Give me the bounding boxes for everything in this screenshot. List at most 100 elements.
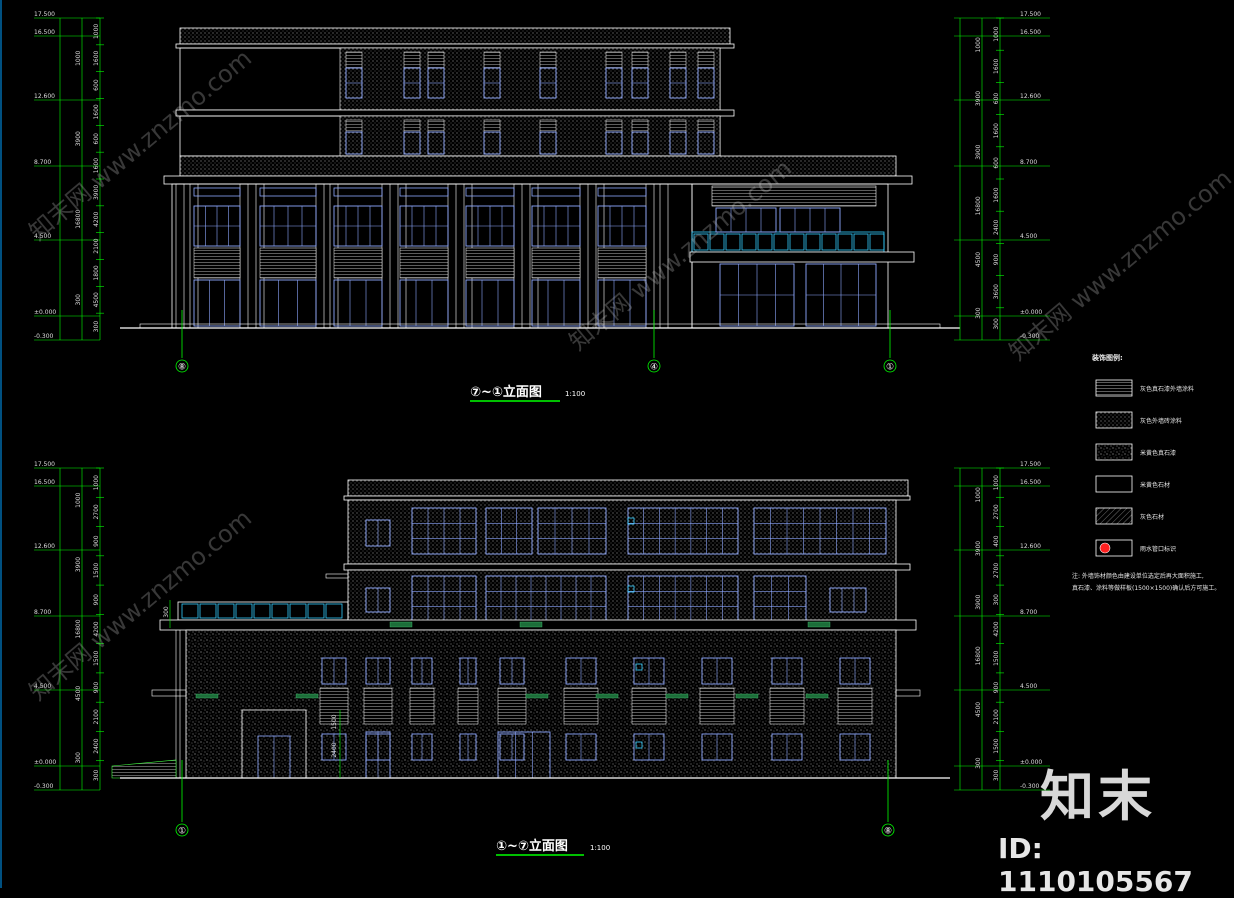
upper-louver xyxy=(631,51,649,69)
terrace-glass-panel xyxy=(235,603,253,619)
top-transom-1 xyxy=(259,187,317,197)
dim-inner-text: 300 xyxy=(993,318,1000,330)
level-text: -0.300 xyxy=(34,783,54,790)
top-grid-axis-2-bubble xyxy=(883,359,897,373)
dim-inner-text: 1500 xyxy=(993,650,1000,665)
balcony-glass-panel xyxy=(709,233,725,251)
legend-label-5: 雨水管口标识 xyxy=(1140,545,1176,553)
upper-louver xyxy=(427,119,445,133)
level-text: ±0.000 xyxy=(1020,309,1042,316)
lower-louver xyxy=(457,687,479,725)
top-transom-4 xyxy=(465,187,515,197)
green-sill xyxy=(389,621,413,628)
top-transom-0 xyxy=(193,187,241,197)
dim-inner-text: 1500 xyxy=(93,563,100,578)
level-text: 17.500 xyxy=(1020,461,1041,468)
green-sill xyxy=(805,693,829,699)
upper-louver xyxy=(345,51,363,69)
level-text: -0.300 xyxy=(1020,333,1040,340)
upper-louver xyxy=(539,51,557,69)
upper-louver xyxy=(697,119,715,133)
dim-outer-text: 300 xyxy=(975,307,982,319)
top-transom-6 xyxy=(597,187,647,197)
legend-swatch-hatch xyxy=(1095,507,1133,525)
dim-outer-text: 16800 xyxy=(75,210,82,229)
balcony-glass-panel xyxy=(741,233,757,251)
dim-inner-text: 1000 xyxy=(93,475,100,490)
top-door-6 xyxy=(597,279,647,327)
level-text: ±0.000 xyxy=(34,309,56,316)
legend-label-1: 灰色外墙砖涂料 xyxy=(1140,417,1182,425)
dim-inner-text: 900 xyxy=(93,535,100,547)
top-transom-5 xyxy=(531,187,581,197)
green-sill xyxy=(595,693,619,699)
inner-dim-text: 1500 xyxy=(331,714,338,729)
balcony-glass-panel xyxy=(821,233,837,251)
dim-inner-text: 4200 xyxy=(93,621,100,636)
top-grid-axis-0-bubble xyxy=(175,359,189,373)
lower-louver xyxy=(769,687,805,725)
dim-outer-text: 1000 xyxy=(975,487,982,502)
dim-outer-text: 4500 xyxy=(975,702,982,717)
balcony-glass-panel xyxy=(789,233,805,251)
top-upper-window-b3 xyxy=(483,131,501,155)
dim-inner-text: 3900 xyxy=(93,185,100,200)
dim-inner-text: 2100 xyxy=(93,709,100,724)
top-upper-window-b2 xyxy=(427,131,445,155)
green-sill xyxy=(525,693,549,699)
green-sill xyxy=(195,693,219,699)
top-grid-axis-1-bubble xyxy=(647,359,661,373)
level-text: 16.500 xyxy=(1020,29,1041,36)
legend-marker-icon xyxy=(1099,542,1111,554)
glass-marker xyxy=(635,741,643,749)
lower-louver xyxy=(837,687,873,725)
terrace-glass-panel xyxy=(307,603,325,619)
balcony-glass-panel xyxy=(805,233,821,251)
dim-outer-text: 16800 xyxy=(75,619,82,638)
lower-louver xyxy=(699,687,735,725)
inner-dim-text: 2400 xyxy=(331,742,338,757)
upper-louver xyxy=(403,119,421,133)
level-text: 12.600 xyxy=(34,93,55,100)
dim-inner-text: 300 xyxy=(993,769,1000,781)
inner-dim-text: 300 xyxy=(163,606,170,618)
dim-inner-text: 900 xyxy=(93,682,100,694)
main-louver xyxy=(259,247,317,279)
dim-outer-text: 16800 xyxy=(975,196,982,215)
top-upper-window-b7 xyxy=(669,131,687,155)
dim-inner-text: 900 xyxy=(993,682,1000,694)
column xyxy=(381,183,391,329)
level-text: 12.600 xyxy=(1020,543,1041,550)
dim-inner-text: 600 xyxy=(993,157,1000,169)
level-text: 12.600 xyxy=(34,543,55,550)
dim-outer-text: 300 xyxy=(75,752,82,764)
level-text: 4.500 xyxy=(1020,683,1037,690)
main-louver xyxy=(193,247,241,279)
balcony-glass-panel xyxy=(837,233,853,251)
main-louver xyxy=(465,247,515,279)
balcony-glass-panel xyxy=(773,233,789,251)
level-text: 17.500 xyxy=(34,11,55,18)
top-elevation-title: ⑦~①立面图 xyxy=(470,384,542,400)
top-upper-window-b4 xyxy=(539,131,557,155)
upper-louver xyxy=(483,51,501,69)
dim-inner-text: 1800 xyxy=(93,265,100,280)
upper-louver xyxy=(345,119,363,133)
upper-louver xyxy=(605,119,623,133)
dim-inner-text: 2700 xyxy=(993,504,1000,519)
legend-label-0: 灰色真石漆外墙涂料 xyxy=(1140,385,1194,393)
level-text: 8.700 xyxy=(34,609,51,616)
top-grid-axis-2-label: ① xyxy=(886,363,894,373)
bottom-elevation-scale: 1:100 xyxy=(590,844,610,852)
top-transom-2 xyxy=(333,187,383,197)
column xyxy=(315,183,325,329)
dim-inner-text: 1000 xyxy=(993,26,1000,41)
upper-louver xyxy=(539,119,557,133)
terrace-glass-panel xyxy=(217,603,235,619)
balcony-glass-panel xyxy=(869,233,885,251)
dim-inner-text: 600 xyxy=(993,93,1000,105)
dim-outer-text: 3900 xyxy=(975,541,982,556)
